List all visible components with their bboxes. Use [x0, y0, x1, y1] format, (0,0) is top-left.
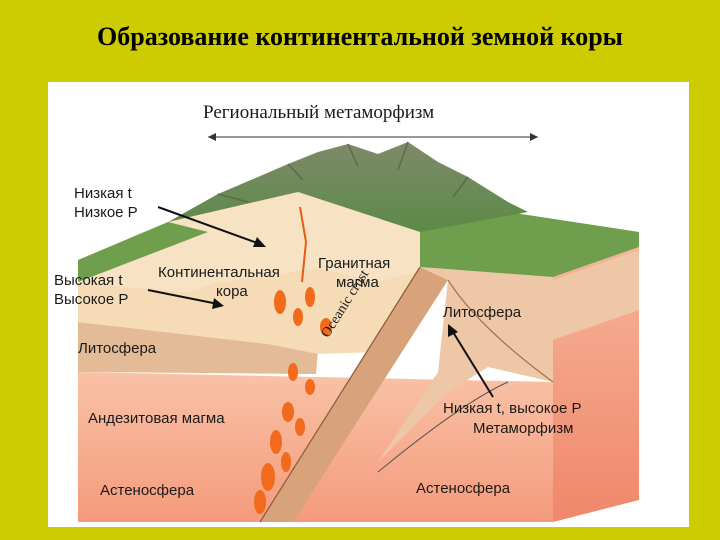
label-asthenosphere-right: Астеносфера: [416, 480, 510, 497]
label-granite-magma-1: Гранитная: [318, 255, 390, 272]
label-high-t: Высокая t: [54, 272, 123, 289]
label-lithosphere-left: Литосфера: [78, 340, 156, 357]
label-metamorphism: Метаморфизм: [473, 420, 573, 437]
earth-crust-block-diagram: [48, 82, 689, 527]
label-low-t-high-p: Низкая t, высокое P: [443, 400, 581, 417]
diagram-panel: Региональный метаморфизм Низкая t Низкое…: [48, 82, 689, 527]
label-asthenosphere-left: Астеносфера: [100, 482, 194, 499]
label-continental-crust-1: Континентальная: [158, 264, 280, 281]
diagram-heading: Региональный метаморфизм: [203, 104, 434, 121]
label-andesite-magma: Андезитовая магма: [88, 410, 225, 427]
slide-title: Образование континентальной земной коры: [0, 22, 720, 52]
label-high-p: Высокое P: [54, 291, 128, 308]
label-low-t: Низкая t: [74, 185, 132, 202]
heading-arrow-right: [530, 133, 538, 141]
heading-arrow-left: [208, 133, 216, 141]
label-continental-crust-2: кора: [216, 283, 248, 300]
label-lithosphere-right: Литосфера: [443, 304, 521, 321]
label-low-p: Низкое P: [74, 204, 138, 221]
